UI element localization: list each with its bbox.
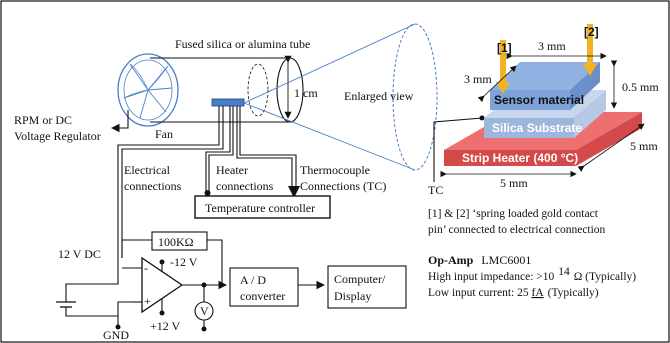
fan-label: Fan: [155, 127, 173, 141]
gnd-label: GND: [103, 328, 129, 342]
tube-diameter-label: 1 cm: [294, 86, 318, 100]
heater-label-line2: connections: [216, 179, 274, 193]
pins-note-line2: pin’ connected to electrical connection: [428, 224, 606, 236]
resistor-label: 100KΩ: [158, 235, 194, 249]
rpm-label-line2: Voltage Regulator: [14, 129, 101, 143]
enlarged-view-label: Enlarged view: [344, 89, 414, 103]
computer-label-line2: Display: [334, 289, 371, 303]
pin-1-label: [1]: [497, 41, 512, 55]
sensor-material-label: Sensor material: [494, 93, 584, 107]
electrical-connection-wires: [117, 106, 224, 258]
enlarged-view-cone: [243, 23, 438, 171]
dim-3mm-left: 3 mm: [464, 72, 492, 86]
heater-label-line1: Heater: [216, 163, 248, 177]
strip-heater-label: Strip Heater (400 °C): [462, 151, 578, 165]
opamp-title: Op-Amp LMC6001: [428, 251, 531, 268]
rpm-label-line1: RPM or DC: [14, 113, 72, 127]
thermo-label-line1: Thermocouple: [300, 163, 370, 177]
current-prefix: Low input current: 25: [428, 287, 531, 299]
adc-box: [229, 267, 299, 307]
dc-12v-label: 12 V DC: [58, 247, 101, 261]
current-unit: fA: [531, 287, 544, 299]
opamp-model: LMC6001: [481, 253, 531, 267]
current-suffix: (Typically): [548, 287, 599, 299]
rpm-arrow: [110, 110, 129, 133]
dim-5mm-bottom: 5 mm: [500, 176, 528, 190]
dim-05mm: 0.5 mm: [622, 80, 659, 94]
tube-label: Fused silica or alumina tube: [175, 37, 310, 51]
feedback-resistor: [121, 231, 223, 286]
impedance-text: High input impedance: >10: [428, 271, 555, 283]
opamp-minus-sign: -: [144, 261, 148, 275]
computer-label-line1: Computer/: [334, 272, 386, 286]
computer-box: [327, 265, 407, 309]
tube: [150, 55, 304, 123]
pin-2-label: [2]: [584, 25, 599, 39]
contact-pin-2: [583, 24, 597, 76]
fan: [117, 53, 179, 127]
electrical-label-line2: connections: [124, 179, 182, 193]
pins-note-line1: [1] & [2] ‘spring loaded gold contact: [428, 208, 599, 220]
supply-rails: [159, 259, 165, 316]
thermo-label-line2: Connections (TC): [300, 179, 386, 193]
electrical-label-line1: Electrical: [124, 163, 171, 177]
adc-label-line2: converter: [240, 289, 285, 303]
sensor-in-tube: [211, 98, 245, 107]
silica-substrate-label: Silica Substrate: [492, 121, 582, 135]
impedance-unit: Ω (Typically): [574, 271, 637, 283]
adc-label-line1: A / D: [240, 273, 266, 287]
impedance-exp: 14: [558, 266, 570, 278]
thermocouple-wires: [236, 106, 300, 198]
opamp-plus-sign: +: [144, 294, 151, 308]
temperature-controller-box: [194, 195, 331, 219]
neg-12v-label: -12 V: [170, 255, 198, 269]
tc-label: TC: [428, 183, 443, 197]
temperature-controller-label: Temperature controller: [205, 201, 315, 215]
impedance-line: High input impedance: >10 14 Ω (Typicall…: [428, 262, 636, 284]
tc-wire: [433, 115, 485, 182]
dim-3mm-top: 3 mm: [538, 39, 566, 53]
sensor-material-block: [490, 62, 600, 110]
heater-connection-wires: [204, 106, 234, 196]
dimension-arrows: [440, 52, 645, 178]
pos-12v-label: +12 V: [150, 319, 181, 333]
current-line: Low input current: 25 fA (Typically): [428, 283, 599, 300]
dc-source: [56, 258, 132, 330]
dim-5mm-right: 5 mm: [630, 139, 658, 153]
voltmeter-label: V: [200, 304, 209, 318]
output-wiring: [182, 280, 326, 332]
opamp-title-bold: Op-Amp: [428, 253, 474, 267]
